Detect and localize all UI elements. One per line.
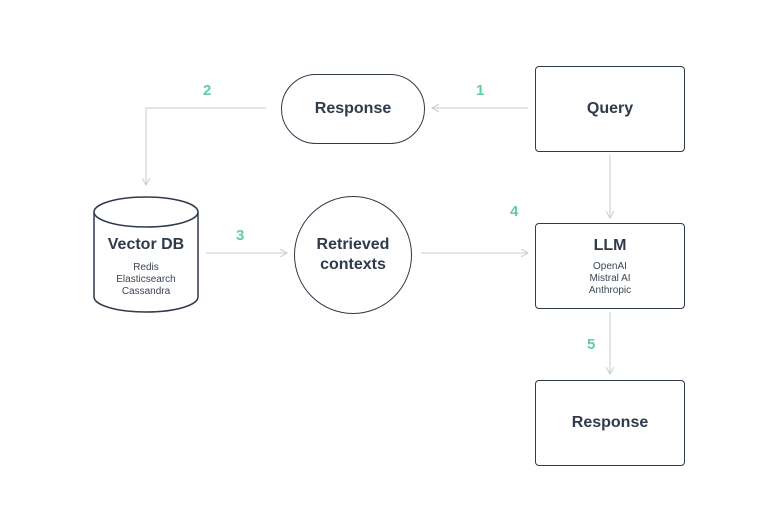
llm-item: Mistral AI <box>589 272 631 284</box>
vector-db-items: Redis Elasticsearch Cassandra <box>116 262 175 298</box>
response-top-title: Response <box>314 100 392 117</box>
response-top-node: Response <box>281 74 425 144</box>
vector-db-title: Vector DB <box>107 236 185 253</box>
llm-item: OpenAI <box>593 260 627 272</box>
vector-db-cylinder <box>93 196 199 313</box>
query-title: Query <box>586 100 634 117</box>
llm-item: Anthropic <box>588 284 632 296</box>
step-5-label: 5 <box>587 336 596 353</box>
step-2-label: 2 <box>203 82 212 99</box>
retrieved-contexts-title-line1: Retrieved <box>316 236 390 253</box>
llm-node: LLM OpenAI Mistral AI Anthropic <box>535 223 685 309</box>
query-node: Query <box>535 66 685 152</box>
response-bottom-node: Response <box>535 380 685 466</box>
llm-title: LLM <box>593 236 627 254</box>
retrieved-contexts-node: Retrieved contexts <box>294 196 412 314</box>
vector-db-item: Redis <box>133 262 159 273</box>
vector-db-item: Cassandra <box>121 286 171 297</box>
vector-db-item: Elasticsearch <box>116 274 176 285</box>
retrieved-contexts-title-line2: contexts <box>320 256 386 273</box>
arrow-response-to-vectordb <box>146 107 266 185</box>
step-4-label: 4 <box>510 203 519 220</box>
step-3-label: 3 <box>236 227 245 244</box>
vector-db-node: Vector DB Redis Elasticsearch Cassandra <box>94 235 198 298</box>
response-bottom-title: Response <box>571 414 649 431</box>
llm-items: OpenAI Mistral AI Anthropic <box>589 261 631 297</box>
step-1-label: 1 <box>476 82 485 99</box>
